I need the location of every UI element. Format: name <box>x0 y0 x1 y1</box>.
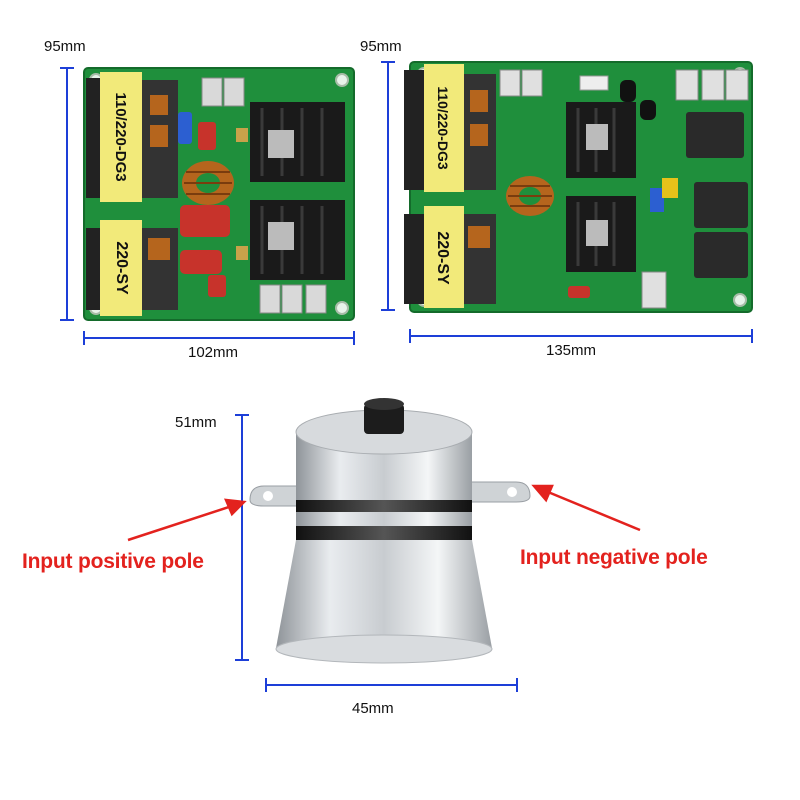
small-board-transformer-bottom-label: 220-SY <box>113 241 130 295</box>
large-board-transformer-bottom-label: 220-SY <box>434 231 451 285</box>
large-transformer-bottom <box>404 206 496 308</box>
transformer-top <box>86 72 178 202</box>
large-transformer-top <box>404 64 496 192</box>
small-board-height-label: 95mm <box>44 38 86 55</box>
input-negative-pole-label: Input negative pole <box>520 546 708 569</box>
large-board-height-label: 95mm <box>360 38 402 55</box>
transformer-bottom <box>86 220 178 316</box>
transducer-width-label: 45mm <box>352 700 394 717</box>
large-board-width-label: 135mm <box>546 342 597 359</box>
small-board-width-label: 102mm <box>188 344 239 361</box>
transducer-height-label: 51mm <box>175 414 217 431</box>
small-board-transformer-top-label: 110/220-DG3 <box>112 92 129 181</box>
large-board-transformer-top-label: 110/220-DG3 <box>435 86 451 169</box>
input-positive-pole-label: Input positive pole <box>22 550 204 573</box>
